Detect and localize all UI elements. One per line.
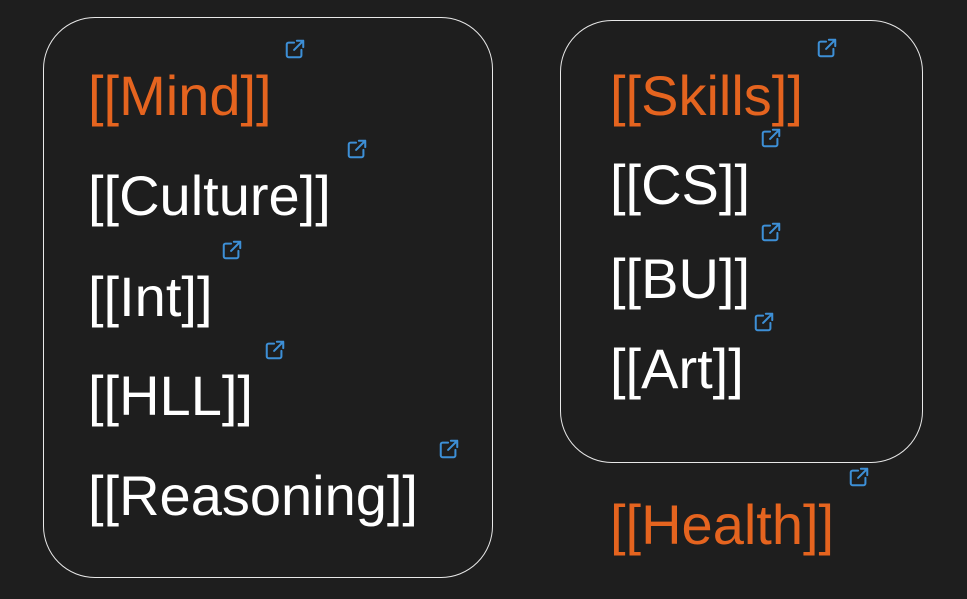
mind-link[interactable]: [[Mind]] — [88, 64, 272, 127]
external-link-icon[interactable] — [221, 239, 243, 261]
bu-link[interactable]: [[BU]] — [610, 247, 751, 310]
external-link-icon[interactable] — [264, 339, 286, 361]
external-link-icon[interactable] — [848, 466, 870, 488]
reasoning-link[interactable]: [[Reasoning]] — [88, 464, 418, 527]
cs-link[interactable]: [[CS]] — [610, 153, 751, 216]
skills-link[interactable]: [[Skills]] — [610, 64, 803, 127]
culture-link[interactable]: [[Culture]] — [88, 164, 331, 227]
external-link-icon[interactable] — [816, 37, 838, 59]
external-link-icon[interactable] — [760, 127, 782, 149]
external-link-icon[interactable] — [284, 38, 306, 60]
external-link-icon[interactable] — [760, 221, 782, 243]
external-link-icon[interactable] — [346, 138, 368, 160]
hll-link[interactable]: [[HLL]] — [88, 364, 253, 427]
art-link[interactable]: [[Art]] — [610, 337, 744, 400]
external-link-icon[interactable] — [438, 438, 460, 460]
int-link[interactable]: [[Int]] — [88, 265, 213, 328]
skills-group-card — [560, 20, 923, 463]
health-link[interactable]: [[Health]] — [610, 493, 835, 556]
external-link-icon[interactable] — [753, 311, 775, 333]
mind-group-card — [43, 17, 493, 578]
